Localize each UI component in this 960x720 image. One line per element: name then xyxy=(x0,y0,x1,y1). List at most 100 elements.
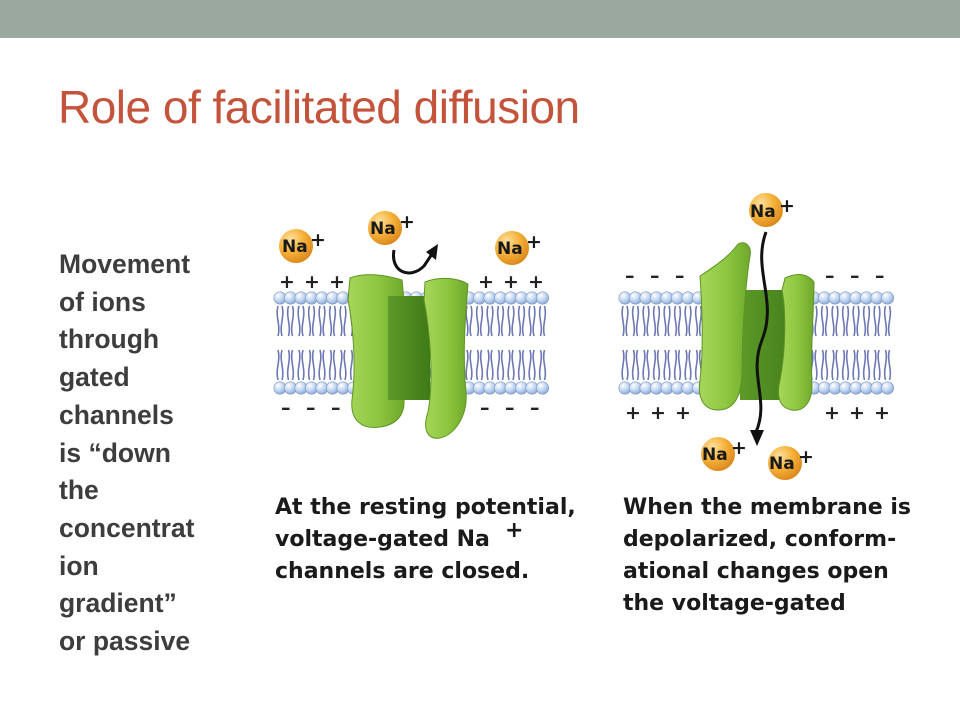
flow-arrow xyxy=(750,231,769,446)
svg-text:–: – xyxy=(875,265,885,287)
svg-text:+: + xyxy=(650,402,666,424)
lipid-tail xyxy=(673,305,682,337)
lipid-tail xyxy=(663,349,671,381)
charges-open-top-right: – – – xyxy=(825,265,885,287)
svg-text:+: + xyxy=(675,402,691,424)
svg-text:+: + xyxy=(279,271,295,293)
svg-text:+: + xyxy=(503,271,519,293)
lipid-tail xyxy=(517,305,526,337)
lipid-tail xyxy=(631,349,640,381)
svg-text:–: – xyxy=(850,265,860,287)
lipid-tail xyxy=(873,349,881,381)
svg-text:+: + xyxy=(625,402,641,424)
charges-closed-bottom-left: – – – xyxy=(281,397,341,419)
body-line: through xyxy=(59,324,160,355)
body-line: Movement xyxy=(59,249,191,279)
lipid-tail xyxy=(276,349,284,381)
lipid-tail xyxy=(642,349,650,381)
charges-closed-top-right: + + + xyxy=(478,271,544,293)
svg-text:Na: Na xyxy=(497,239,523,259)
body-line: the xyxy=(59,475,99,506)
lipid-tail xyxy=(820,349,829,381)
lipid-tail xyxy=(528,305,536,337)
lipid-tail xyxy=(862,305,871,337)
lipid-tail xyxy=(276,305,284,337)
svg-text:+: + xyxy=(399,211,415,233)
svg-text:channels are closed.: channels are closed. xyxy=(275,559,529,584)
lipid-tail xyxy=(339,349,347,381)
top-bar xyxy=(0,0,960,38)
lipid-tail xyxy=(694,305,703,337)
na-ion-closed-middle: Na + xyxy=(368,211,415,245)
lipid-head xyxy=(535,381,549,395)
svg-text:+: + xyxy=(505,518,523,543)
svg-text:Na: Na xyxy=(282,237,308,257)
lipid-tail xyxy=(831,305,839,337)
charges-closed-bottom-right: – – – xyxy=(480,397,540,419)
bounce-arrow xyxy=(392,244,438,275)
channel-protein-open xyxy=(698,242,815,411)
body-line: is “down xyxy=(59,437,171,468)
lipid-tail xyxy=(621,349,629,381)
lipid-tail xyxy=(517,349,526,381)
charges-closed-top-left: + + + xyxy=(279,271,345,293)
svg-text:–: – xyxy=(480,397,490,419)
body-line: or passive xyxy=(59,626,191,657)
lipid-tail xyxy=(286,305,295,337)
lipid-tail xyxy=(297,349,305,381)
svg-text:–: – xyxy=(530,397,540,419)
svg-text:+: + xyxy=(849,402,865,424)
na-ion-closed-left: Na + xyxy=(279,229,326,263)
svg-text:+: + xyxy=(526,231,542,253)
lipid-tail xyxy=(486,349,494,381)
lipid-tail xyxy=(507,305,515,337)
svg-text:–: – xyxy=(675,265,685,287)
charges-open-top-left: – – – xyxy=(625,265,685,287)
lipid-tail xyxy=(339,305,347,337)
svg-text:+: + xyxy=(779,195,795,217)
svg-text:–: – xyxy=(505,397,515,419)
svg-text:–: – xyxy=(331,397,341,419)
svg-text:–: – xyxy=(650,265,660,287)
lipid-tail xyxy=(841,305,850,337)
lipid-tail xyxy=(652,349,661,381)
lipid-tail xyxy=(496,305,505,337)
lipid-tail xyxy=(862,349,871,381)
lipid-tail xyxy=(318,349,326,381)
svg-text:+: + xyxy=(798,446,814,468)
lipid-tail xyxy=(465,305,473,337)
charges-open-bottom-left: + + + xyxy=(625,402,691,424)
lipid-tail xyxy=(852,349,860,381)
svg-text:+: + xyxy=(304,271,320,293)
na-ion-open-bottom-left: Na + xyxy=(701,437,747,471)
lipid-tail xyxy=(831,349,839,381)
svg-text:–: – xyxy=(306,397,316,419)
lipid-tail xyxy=(475,349,484,381)
channel-protein-closed xyxy=(347,274,469,439)
svg-text:depolarized, conform-: depolarized, conform- xyxy=(623,527,896,552)
svg-text:–: – xyxy=(281,397,291,419)
svg-text:At the resting potential,: At the resting potential, xyxy=(275,495,576,520)
lipid-tail xyxy=(507,349,515,381)
lipid-tail xyxy=(642,305,650,337)
lipid-tail xyxy=(307,349,316,381)
body-line: ion xyxy=(59,550,99,581)
lipid-tail xyxy=(486,305,494,337)
body-line: gated xyxy=(59,362,130,393)
lipid-tail xyxy=(538,349,547,381)
lipid-tail xyxy=(475,305,484,337)
svg-text:When the membrane is: When the membrane is xyxy=(623,495,911,520)
body-text: Movement of ions through gated channels … xyxy=(59,246,229,661)
lipid-tail xyxy=(673,349,682,381)
charges-open-bottom-right: + + + xyxy=(824,402,890,424)
svg-text:Na: Na xyxy=(769,454,795,474)
lipid-tail xyxy=(873,305,881,337)
lipid-tail xyxy=(528,349,536,381)
lipid-head xyxy=(535,291,549,305)
lipid-tail xyxy=(852,305,860,337)
svg-text:+: + xyxy=(731,437,747,459)
body-line: of ions xyxy=(59,286,146,317)
svg-text:Na: Na xyxy=(370,219,396,239)
svg-text:+: + xyxy=(874,402,890,424)
